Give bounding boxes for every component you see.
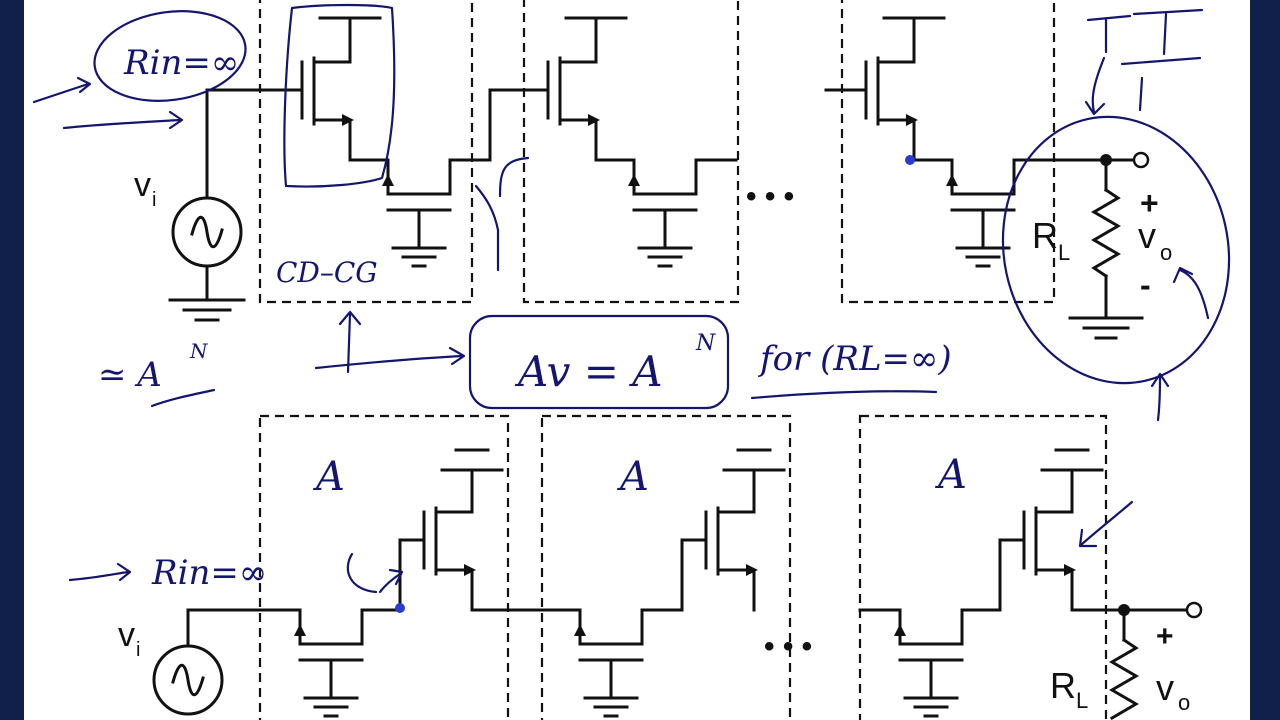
top-ellipsis: • • •: [746, 180, 794, 213]
rin-top-arrow-2-icon: [62, 110, 184, 130]
condition-annotation: for (RL=∞): [757, 339, 952, 379]
bottom-output-terminal: [1185, 601, 1203, 619]
whiteboard: • • • v: [24, 0, 1250, 720]
top-stage-3: [824, 16, 1136, 268]
bottom-source-sub: i: [136, 639, 140, 661]
top-plus: +: [1140, 185, 1159, 221]
bottom-plus: +: [1156, 620, 1174, 653]
bottom-output-sub: o: [1178, 690, 1190, 715]
cd-cg-annotation: CD–CG: [276, 256, 378, 289]
stage-1-label: A: [312, 454, 345, 500]
rin-top-arrow-1-icon: [32, 76, 92, 104]
gain-formula-box: [468, 314, 730, 410]
top-stage-2: [546, 16, 738, 268]
top-load: [1068, 151, 1150, 340]
bottom-load-sub: L: [1076, 688, 1088, 713]
top-source-sine-icon: [190, 215, 224, 249]
approx-gain-annotation: ≃ A: [98, 355, 162, 395]
cd-cg-arrow-icon: [338, 310, 362, 374]
top-output-sub: o: [1160, 240, 1172, 265]
top-source-label: v: [134, 166, 151, 204]
stage-3-label: A: [934, 452, 967, 498]
top-stage-1: [300, 16, 474, 268]
node-pointer-icon: [474, 156, 530, 272]
approx-gain-exponent: N: [189, 339, 209, 363]
gain-formula-exponent: N: [695, 331, 716, 356]
bottom-ellipsis: • • •: [764, 630, 812, 663]
top-minus: -: [1140, 267, 1151, 303]
bottom-stage-box-2: [540, 414, 792, 720]
top-stage-box-2: [522, 0, 740, 304]
top-source-sub: i: [152, 189, 156, 211]
top-output-label: v: [1138, 215, 1156, 256]
rin-bottom-pointer-icon: [346, 552, 404, 594]
bottom-stage-box-3: [858, 414, 1108, 720]
top-stage-box-3: [840, 0, 1056, 304]
bottom-stage-2: [574, 448, 786, 718]
stage-1-highlight: [283, 3, 396, 188]
bottom-cascade: • • • v i R L v o +: [118, 414, 1203, 720]
cascade-amplifier-diagram: • • • v: [32, 0, 1231, 720]
top-stage-box-1: [258, 0, 474, 304]
io-ratio-annotation-icon: [1084, 8, 1204, 116]
bottom-load-label: R: [1050, 665, 1076, 706]
bottom-stage-1: [294, 448, 582, 718]
bottom-stage-box-1: [258, 414, 510, 720]
handwritten-annotations: Rin=∞ CD–CG ≃ A N Av = A N for (RL=∞) A …: [32, 3, 1231, 594]
load-arrow-icon: [1150, 372, 1170, 422]
gain-formula: Av = A: [514, 347, 663, 396]
rin-bottom-annotation: Rin=∞: [151, 553, 267, 593]
top-load-resistor: [1091, 187, 1121, 279]
bottom-source-sine-icon: [171, 663, 205, 697]
stage-2-label: A: [616, 454, 649, 500]
top-load-sub: L: [1058, 240, 1070, 265]
bottom-load-resistor: [1109, 637, 1139, 720]
gain-arrow-icon: [314, 346, 466, 370]
load-highlight: [1001, 115, 1231, 385]
top-cascade: • • • v: [134, 0, 1172, 340]
rin-top-circle: [93, 10, 247, 102]
rin-top-annotation: Rin=∞: [123, 43, 239, 83]
output-node-arrow-icon: [1078, 500, 1134, 548]
rin-bottom-arrow-icon: [68, 562, 132, 582]
top-output-terminal: [1132, 151, 1150, 169]
bottom-source-label: v: [118, 616, 135, 654]
bottom-output-label: v: [1156, 667, 1174, 708]
bottom-stage-3: [858, 448, 1192, 718]
bottom-load: [1109, 601, 1203, 720]
top-load-label: R: [1032, 215, 1058, 256]
